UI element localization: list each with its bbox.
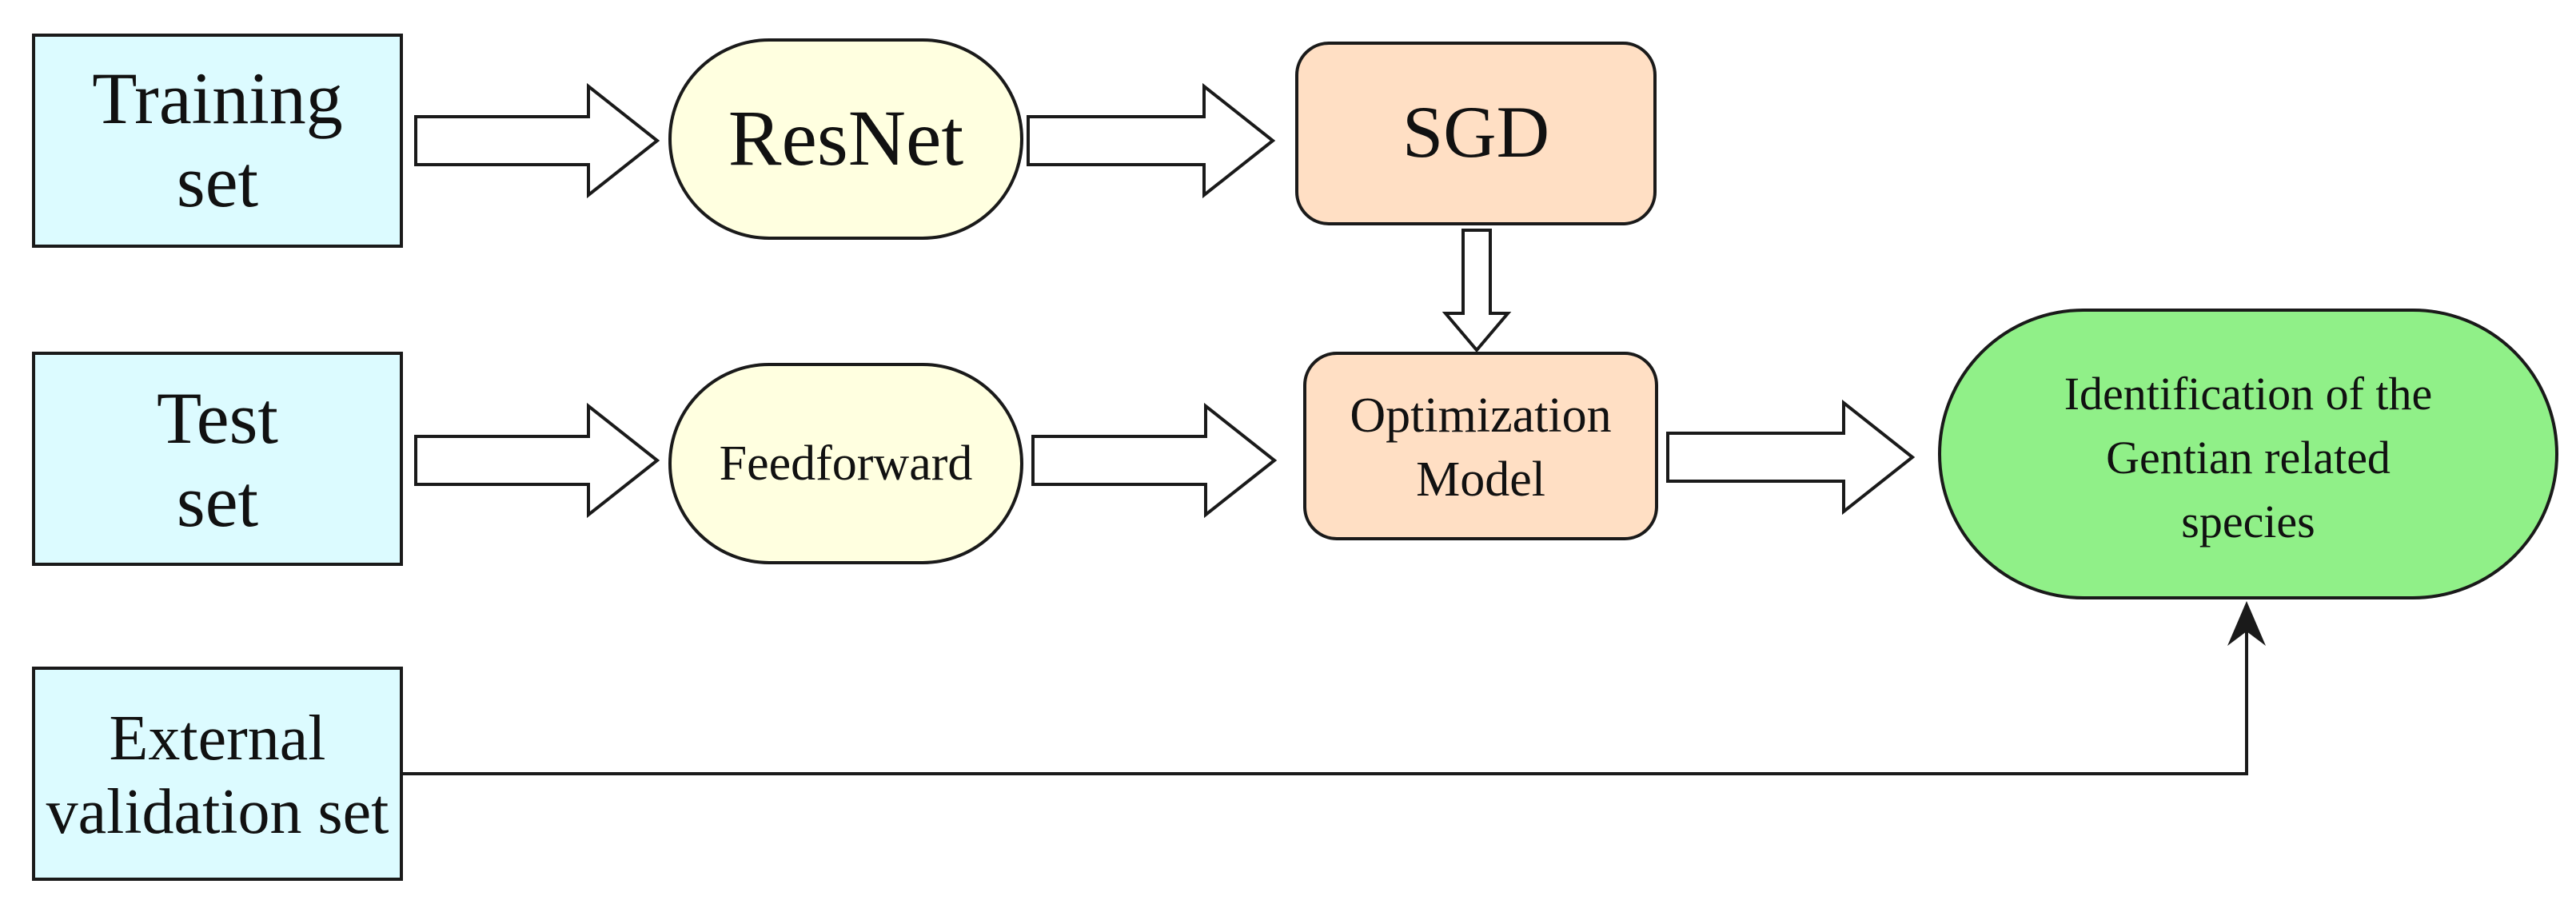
identification-label-line3: species [2181, 496, 2315, 548]
arrow-test-to-feedforward [414, 402, 660, 519]
feedforward-label: Feedforward [720, 436, 973, 491]
external-validation-set-box [32, 667, 403, 881]
optimization-model-node: Optimization Model [1303, 352, 1658, 540]
training-set-label-line1: Training [92, 58, 343, 139]
arrow-training-to-resnet [414, 82, 660, 199]
resnet-box [668, 38, 1023, 240]
training-set-label-line2: set [177, 141, 259, 222]
resnet-node: ResNet [668, 38, 1023, 240]
training-set-node: Training set [32, 34, 403, 248]
arrow-feedforward-to-optimization [1031, 402, 1278, 519]
identification-node: Identification of the Gentian related sp… [1938, 309, 2558, 599]
arrow-sgd-to-optimization [1442, 229, 1512, 353]
identification-label-line1: Identification of the [2064, 368, 2433, 420]
external-validation-set-node: External validation set [32, 667, 403, 881]
identification-label-line2: Gentian related [2106, 432, 2391, 484]
sgd-node: SGD [1295, 42, 1657, 225]
test-set-label-line2: set [177, 460, 259, 542]
identification-box [1938, 309, 2558, 599]
feedforward-box [668, 363, 1023, 564]
test-set-box [32, 352, 403, 566]
test-set-label-line1: Test [157, 377, 278, 459]
resnet-label: ResNet [728, 94, 964, 182]
connector-arrowhead [2227, 601, 2266, 646]
arrow-resnet-to-sgd [1027, 82, 1276, 199]
optimization-model-label-line2: Model [1416, 452, 1545, 507]
connector-external-to-identification [403, 614, 2248, 775]
feedforward-node: Feedforward [668, 363, 1023, 564]
external-validation-set-label-line1: External [110, 703, 326, 774]
optimization-model-box [1303, 352, 1658, 540]
sgd-label: SGD [1402, 91, 1549, 173]
arrow-optimization-to-identification [1666, 399, 1916, 516]
sgd-box [1295, 42, 1657, 225]
optimization-model-label-line1: Optimization [1350, 388, 1611, 443]
training-set-box [32, 34, 403, 248]
external-validation-set-label-line2: validation set [46, 777, 389, 847]
test-set-node: Test set [32, 352, 403, 566]
